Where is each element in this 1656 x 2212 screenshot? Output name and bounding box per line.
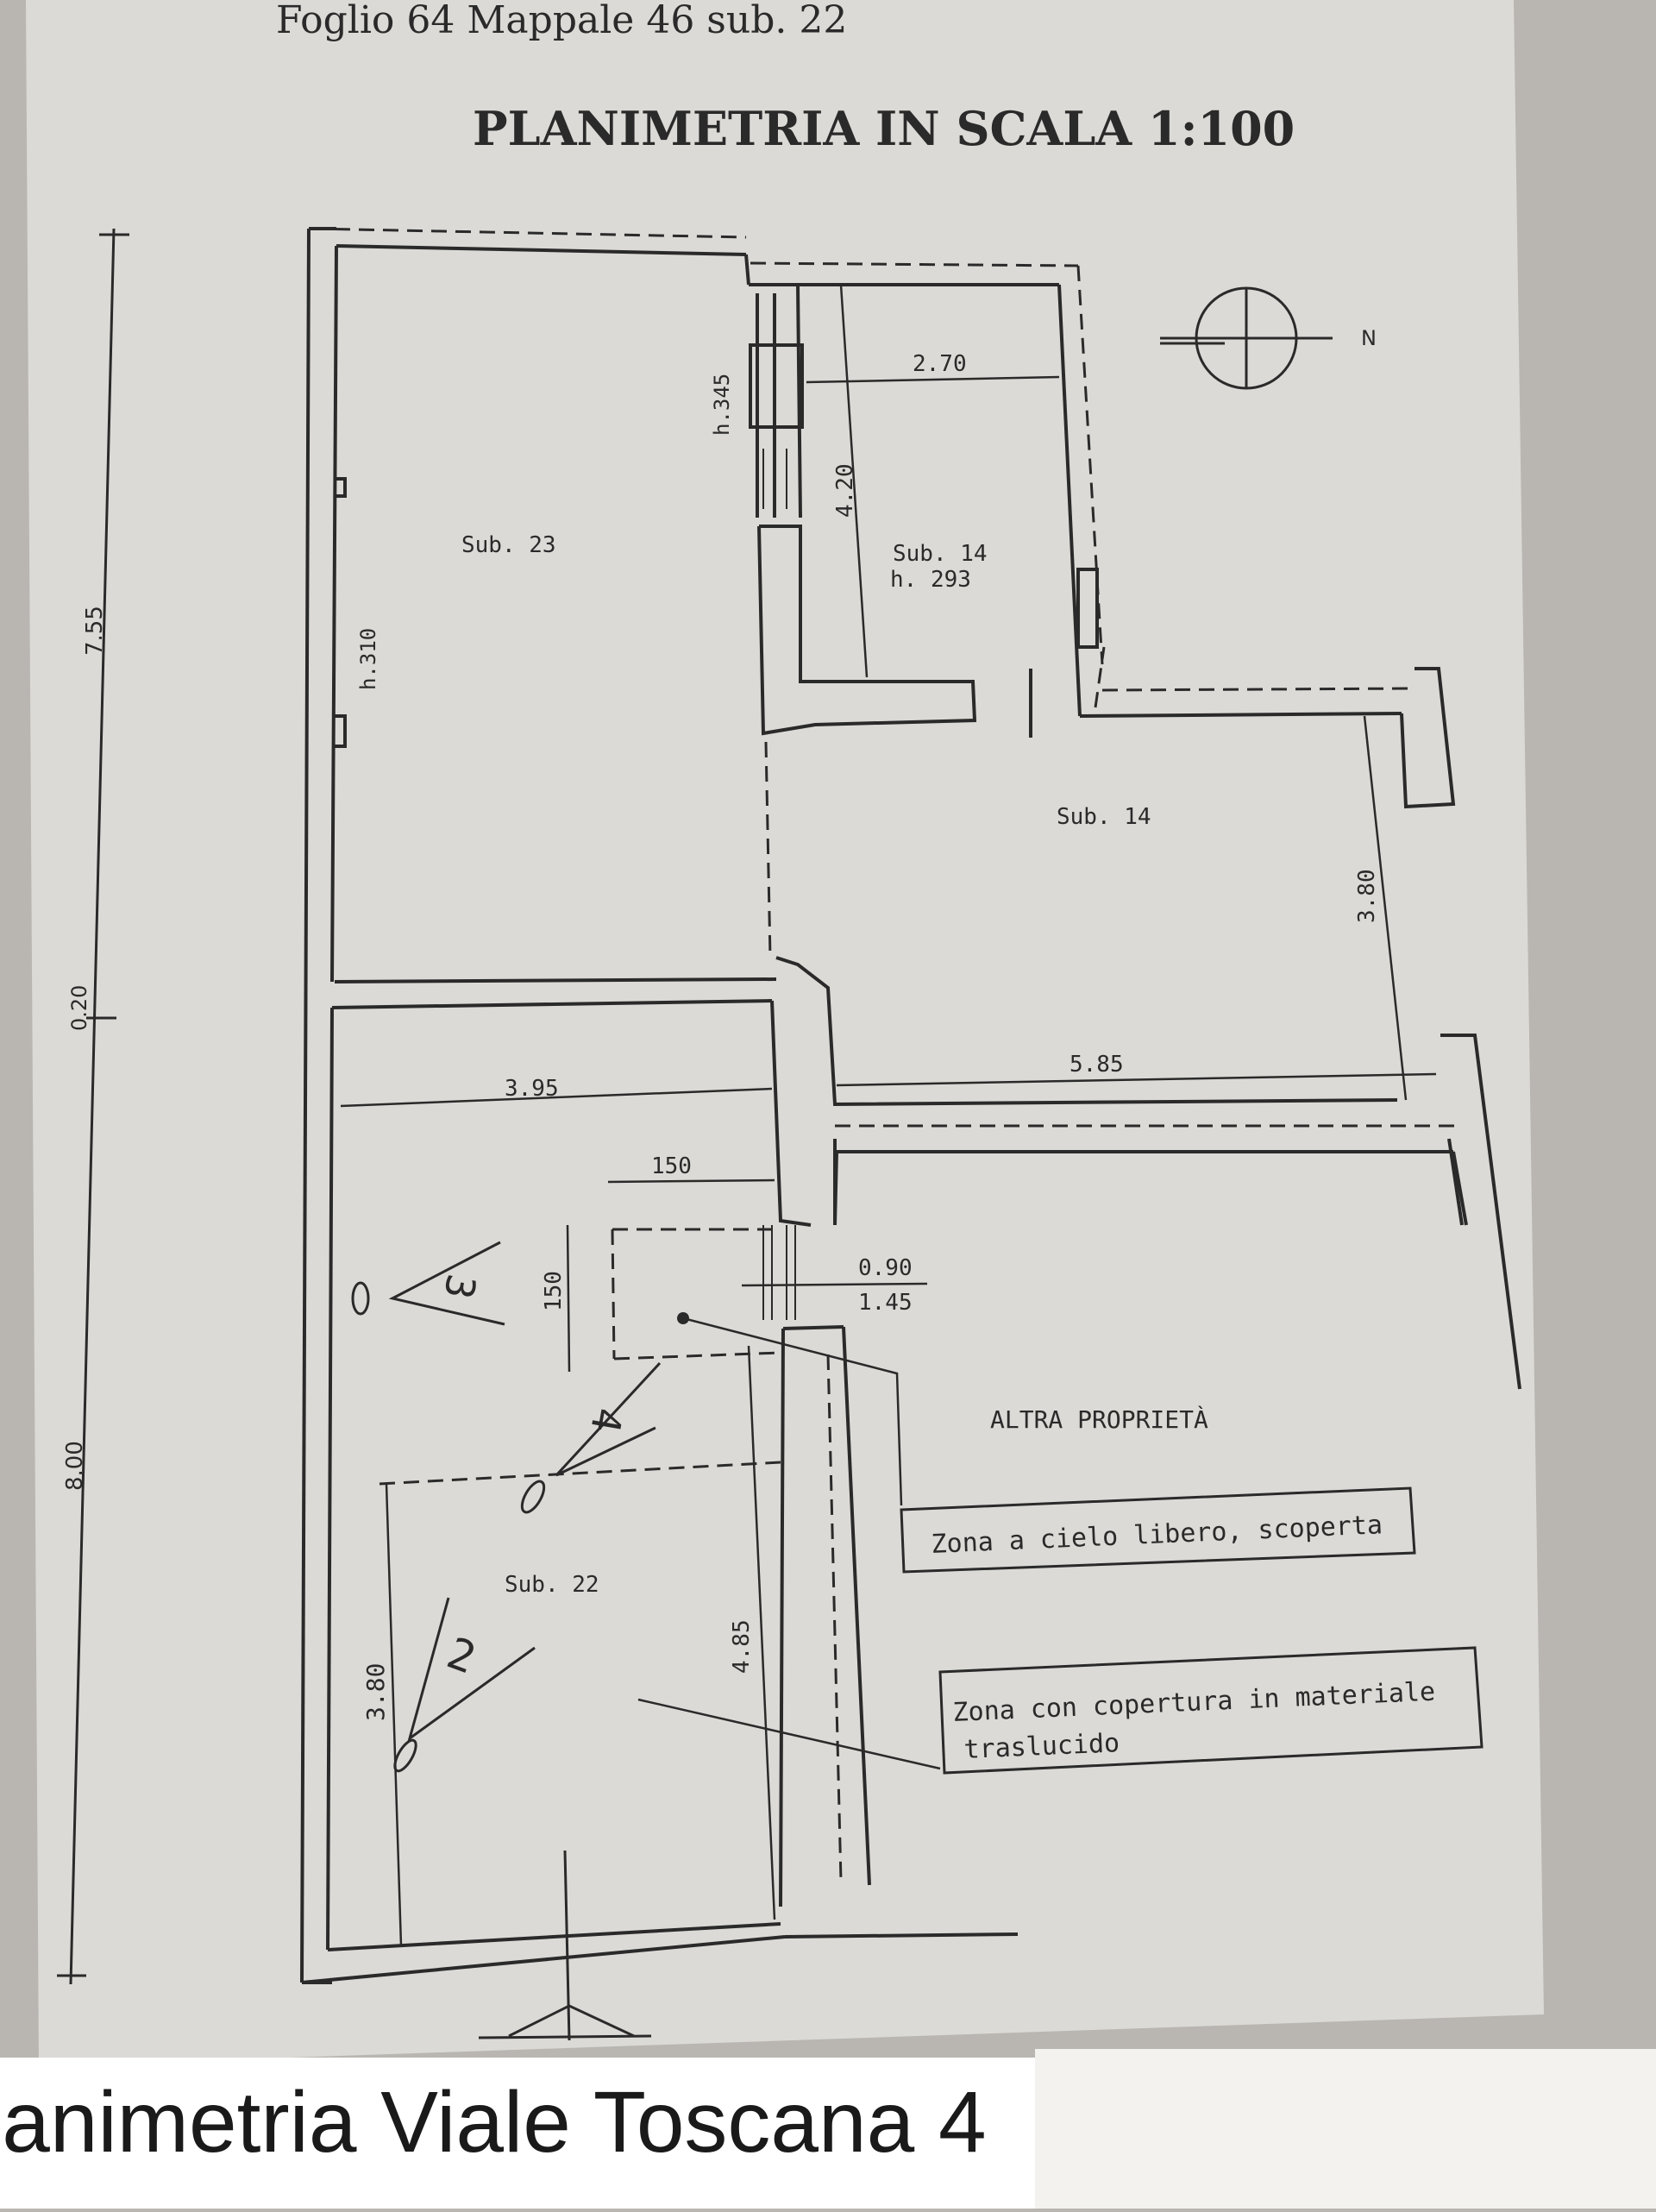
height-label-345: h.345 xyxy=(710,374,734,436)
entrance-mark xyxy=(478,1850,652,2041)
dimension-2-70: 2.70 xyxy=(913,351,967,377)
dimension-1-45: 1.45 xyxy=(858,1290,913,1316)
dimension-150-v: 150 xyxy=(541,1271,567,1311)
room-label-sub22: Sub. 22 xyxy=(505,1572,599,1598)
leader-lines xyxy=(637,1317,941,1770)
compass-rose xyxy=(1160,286,1333,390)
sheet-reference: Foglio 64 Mappale 46 sub. 22 xyxy=(276,0,847,42)
dimension-3-80-right: 3.80 xyxy=(1354,869,1380,923)
room-label-sub23: Sub. 23 xyxy=(461,532,556,558)
photo-caption-bar: lanimetria Viale Toscana 4 xyxy=(0,2058,1035,2209)
interior-dimensions xyxy=(340,284,1437,1946)
legend-covered-zone-text-2: traslucido xyxy=(963,1728,1120,1765)
building-walls xyxy=(300,227,1521,1984)
dimension-8-00: 8.00 xyxy=(62,1441,88,1491)
dimension-7-55: 7.55 xyxy=(82,606,108,656)
room-height-sub14: h. 293 xyxy=(890,567,971,593)
leader-dot xyxy=(677,1312,689,1324)
background-surface xyxy=(1035,2049,1656,2209)
dashed-boundaries xyxy=(310,227,1458,1882)
dimension-0-20: 0.20 xyxy=(67,985,91,1031)
dimension-3-80-left: 3.80 xyxy=(361,1663,390,1721)
room-label-sub14: Sub. 14 xyxy=(893,541,988,567)
dimension-0-90: 0.90 xyxy=(858,1255,913,1281)
total-dimension-line xyxy=(57,228,129,1985)
dimension-3-95: 3.95 xyxy=(505,1076,559,1102)
dimension-5-85: 5.85 xyxy=(1070,1052,1124,1078)
paper-sheet xyxy=(26,0,1544,2066)
photo-viewpoints xyxy=(351,1241,662,1773)
photo-caption: lanimetria Viale Toscana 4 xyxy=(0,2074,987,2171)
room-label-altra-proprieta: ALTRA PROPRIETÀ xyxy=(990,1404,1208,1434)
north-label: N xyxy=(1361,326,1377,350)
dimension-150-h: 150 xyxy=(651,1153,692,1179)
window-strips xyxy=(762,449,796,1320)
dimension-4-85: 4.85 xyxy=(729,1619,755,1674)
room-label-sub14-court: Sub. 14 xyxy=(1057,804,1151,830)
height-label-310: h.310 xyxy=(356,628,380,690)
plan-title: PLANIMETRIA IN SCALA 1:100 xyxy=(473,101,1295,156)
dimension-4-20: 4.20 xyxy=(832,463,858,518)
